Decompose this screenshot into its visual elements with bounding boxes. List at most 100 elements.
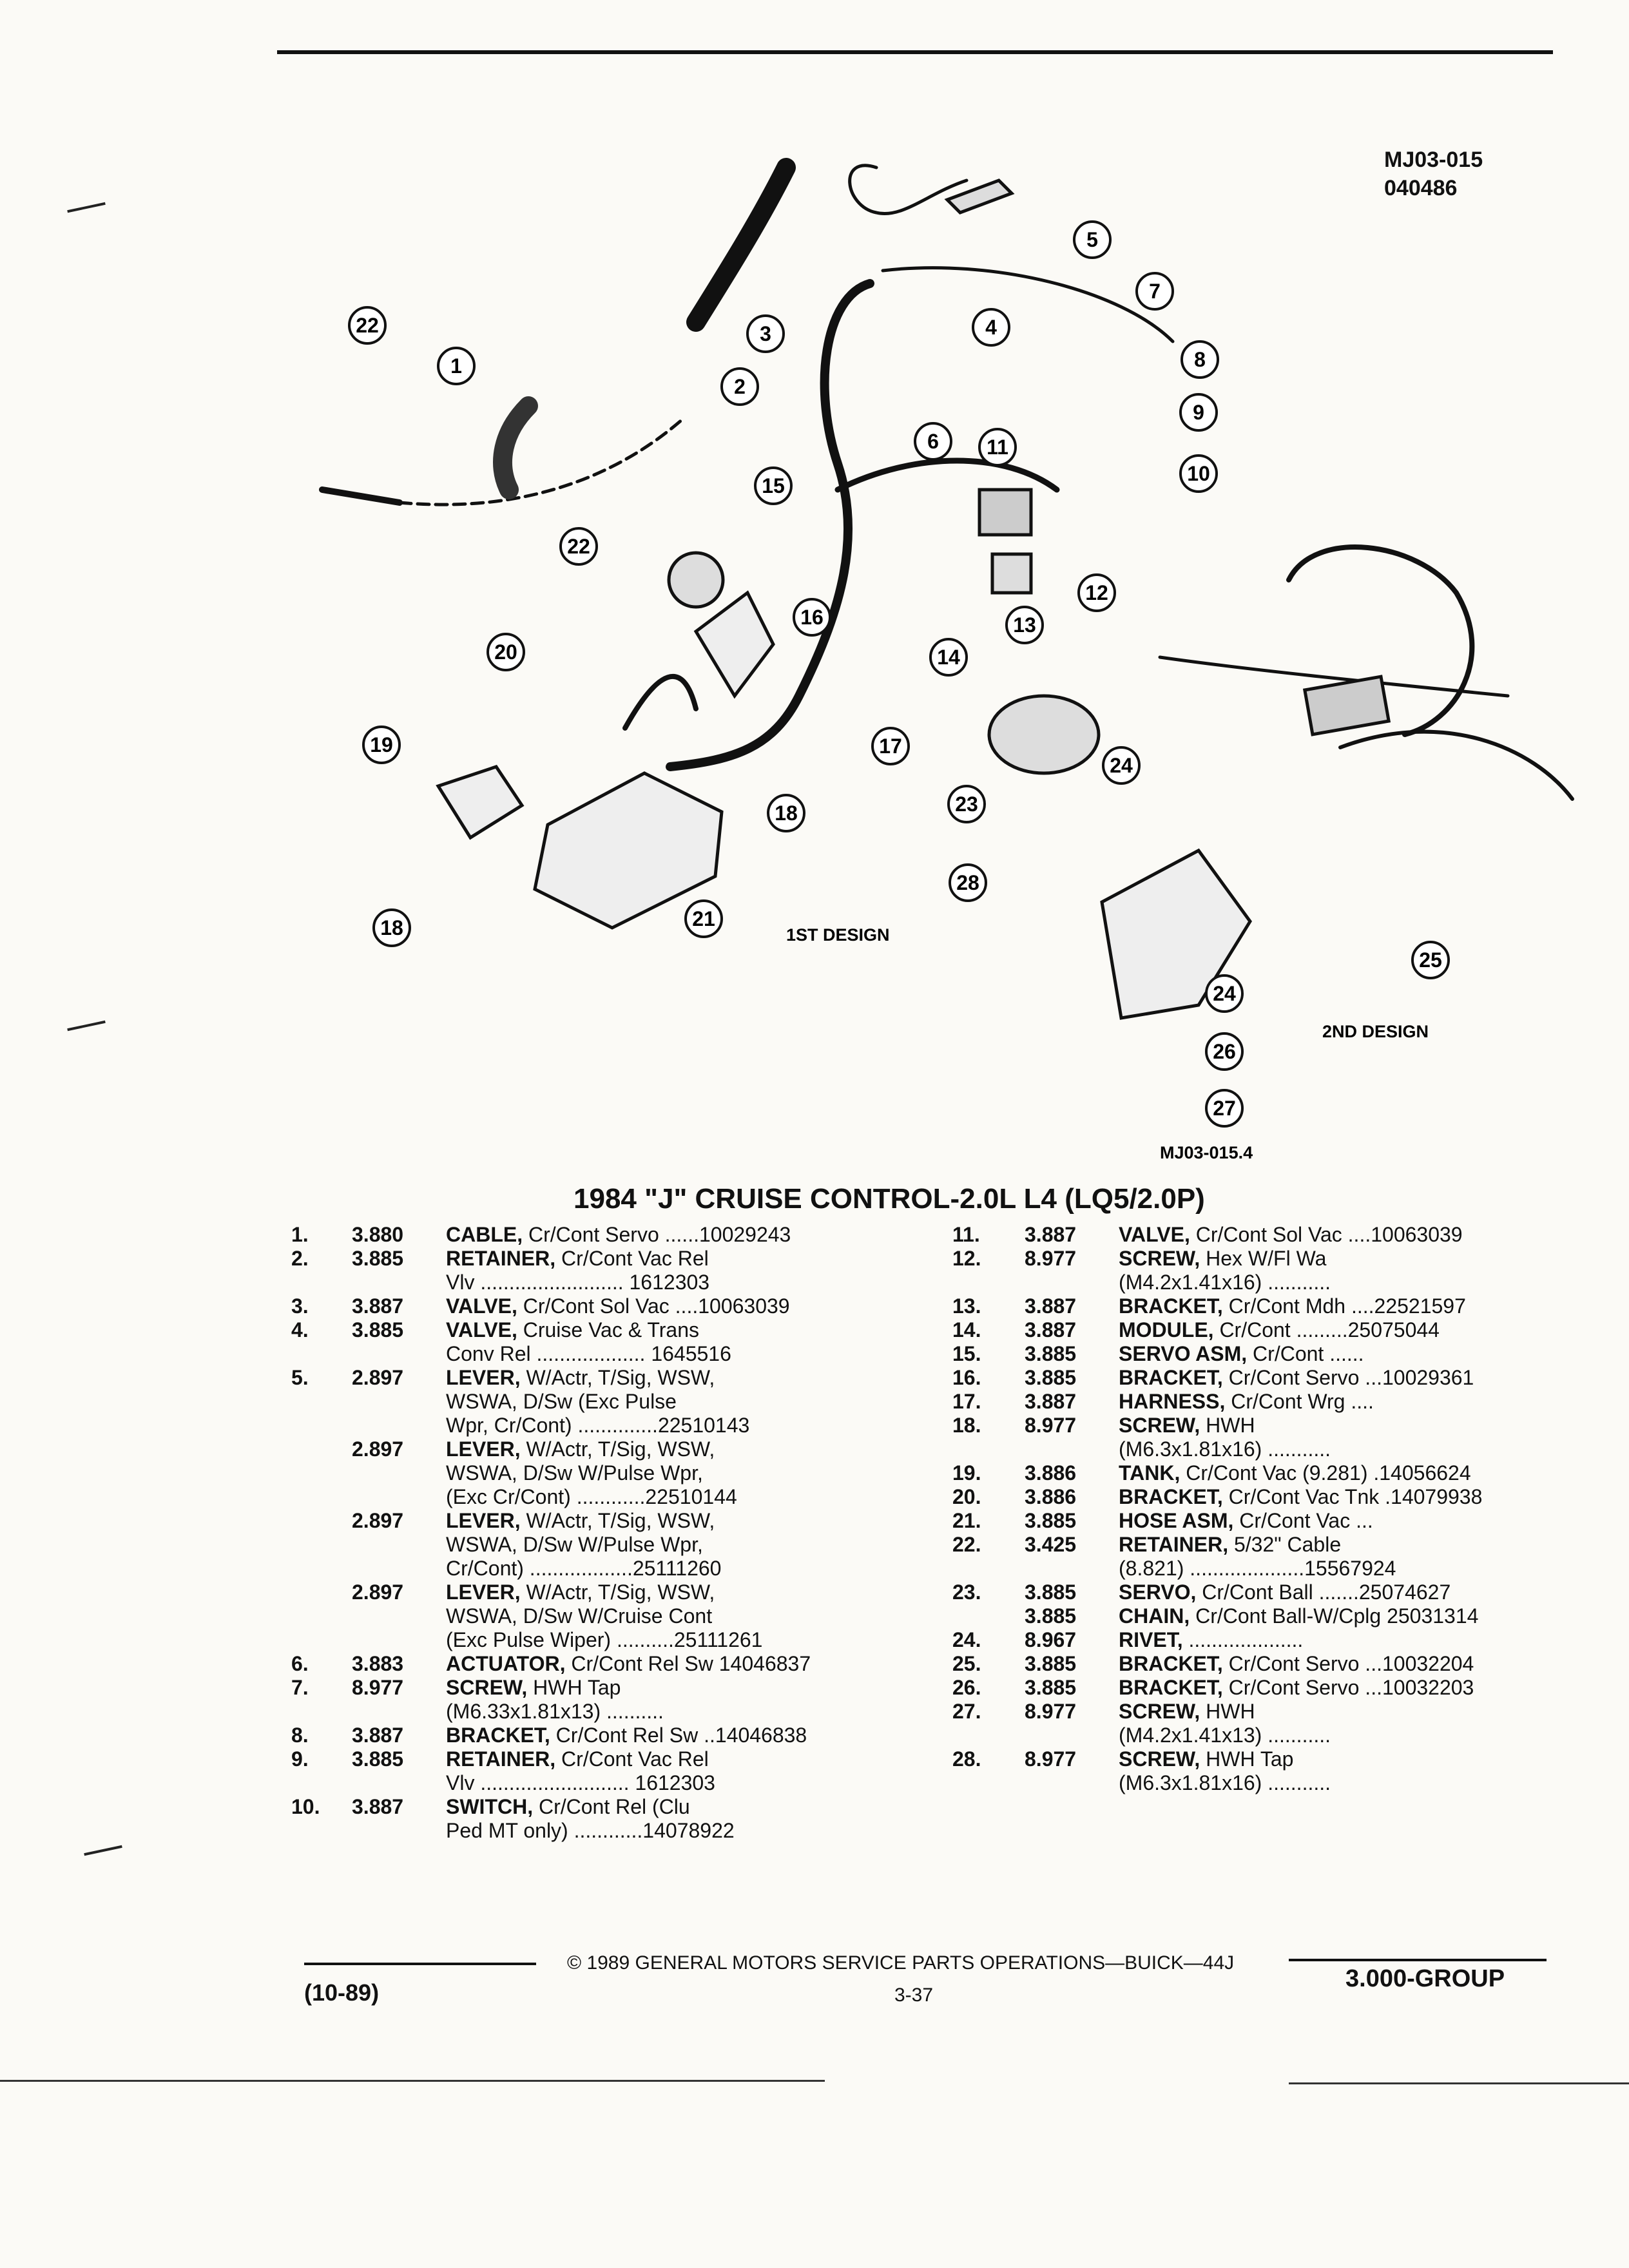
description-line: Cr/Cont Servo ...10032204 bbox=[1228, 1652, 1474, 1675]
part-name: CABLE, bbox=[446, 1223, 523, 1246]
part-description: VALVE, Cr/Cont Sol Vac ....10063039 bbox=[1119, 1223, 1463, 1247]
group-code: 3.880 bbox=[352, 1223, 404, 1246]
group-code: 3.887 bbox=[1025, 1294, 1077, 1318]
description-line: HWH Tap bbox=[533, 1676, 621, 1699]
part-number: 5. bbox=[291, 1366, 309, 1389]
description-line: W/Actr, T/Sig, WSW, bbox=[526, 1509, 715, 1532]
svg-text:16: 16 bbox=[800, 606, 824, 629]
group-code: 3.887 bbox=[1025, 1318, 1077, 1341]
description-line: Cr/Cont Vac ... bbox=[1239, 1509, 1373, 1532]
svg-text:14: 14 bbox=[937, 646, 960, 669]
svg-text:27: 27 bbox=[1213, 1097, 1236, 1120]
description-line: Cr/Cont Sol Vac ....10063039 bbox=[523, 1294, 790, 1318]
description-line: W/Actr, T/Sig, WSW, bbox=[526, 1437, 715, 1461]
group-code: 3.885 bbox=[352, 1318, 404, 1341]
group-code: 3.887 bbox=[1025, 1223, 1077, 1246]
group-code: 3.885 bbox=[1025, 1342, 1077, 1365]
callout-17: 17 bbox=[871, 727, 910, 765]
footer-rule-right bbox=[1289, 1959, 1547, 1961]
part-number: 27. bbox=[952, 1700, 981, 1723]
callout-19: 21 bbox=[684, 899, 723, 938]
group-label: 3.000-GROUP bbox=[1345, 1965, 1505, 1992]
part-description: SCREW, HWH(M6.3x1.81x16) ........... bbox=[1119, 1414, 1331, 1461]
description-line: Cr/Cont Ball .......25074627 bbox=[1202, 1581, 1451, 1604]
callout-10: 10 bbox=[1179, 454, 1218, 493]
part-name: VALVE, bbox=[446, 1318, 517, 1341]
bottom-rule bbox=[0, 2080, 825, 2082]
part-number: 28. bbox=[952, 1747, 981, 1771]
part-description: BRACKET, Cr/Cont Servo ...10029361 bbox=[1119, 1366, 1474, 1390]
group-code: 8.967 bbox=[1025, 1628, 1077, 1651]
description-line: Cr/Cont Mdh ....22521597 bbox=[1228, 1294, 1466, 1318]
part-number: 13. bbox=[952, 1294, 981, 1318]
description-line: Cr/Cont Vac Rel bbox=[561, 1747, 709, 1771]
description-line: Cr/Cont Servo ......10029243 bbox=[528, 1223, 791, 1246]
description-line: Cr/Cont Servo ...10029361 bbox=[1228, 1366, 1474, 1389]
svg-text:20: 20 bbox=[494, 640, 517, 664]
description-line: 5/32" Cable bbox=[1233, 1533, 1342, 1556]
bottom-rule-right bbox=[1289, 2082, 1629, 2084]
harness-shape bbox=[666, 279, 874, 771]
group-code: 3.885 bbox=[352, 1747, 404, 1771]
part-name: LEVER, bbox=[446, 1581, 521, 1604]
callout-1: 1 bbox=[437, 347, 476, 385]
group-code: 3.425 bbox=[1025, 1533, 1077, 1556]
callout-14: 14 bbox=[929, 638, 968, 677]
group-code: 3.886 bbox=[1025, 1461, 1077, 1485]
group-code: 3.885 bbox=[1025, 1509, 1077, 1532]
part-description: SERVO ASM, Cr/Cont ...... bbox=[1119, 1342, 1364, 1366]
part-description: SCREW, HWH Tap(M6.33x1.81x13) .......... bbox=[446, 1676, 664, 1724]
group-code: 3.885 bbox=[1025, 1604, 1077, 1628]
part-name: TANK, bbox=[1119, 1461, 1181, 1485]
callout-21: 20 bbox=[487, 633, 525, 671]
group-code: 3.887 bbox=[352, 1294, 404, 1318]
part-description: SERVO, Cr/Cont Ball .......25074627 bbox=[1119, 1581, 1451, 1604]
callout-11: 11 bbox=[978, 428, 1017, 466]
description-line: Cr/Cont Rel (Clu bbox=[538, 1795, 690, 1818]
svg-text:13: 13 bbox=[1013, 613, 1036, 637]
part-number: 20. bbox=[952, 1485, 981, 1508]
description-line: Ped MT only) ............14078922 bbox=[446, 1819, 735, 1842]
part-description: LEVER, W/Actr, T/Sig, WSW,WSWA, D/Sw W/P… bbox=[446, 1509, 721, 1581]
svg-text:9: 9 bbox=[1193, 401, 1204, 424]
svg-text:5: 5 bbox=[1086, 228, 1098, 251]
callout-8: 8 bbox=[1181, 340, 1219, 379]
part-number: 6. bbox=[291, 1652, 309, 1675]
part-name: SERVO ASM, bbox=[1119, 1342, 1248, 1365]
part-description: BRACKET, Cr/Cont Servo ...10032203 bbox=[1119, 1676, 1474, 1700]
callout-12: 12 bbox=[1077, 573, 1116, 612]
part-number: 12. bbox=[952, 1247, 981, 1270]
callout-25: 25 bbox=[1411, 941, 1450, 979]
callout-27: 27 bbox=[1205, 1089, 1244, 1128]
part-name: SCREW, bbox=[1119, 1700, 1200, 1723]
reference-code: MJ03-015 bbox=[1384, 148, 1483, 172]
part-description: BRACKET, Cr/Cont Mdh ....22521597 bbox=[1119, 1294, 1466, 1318]
callout-16: 16 bbox=[793, 598, 831, 637]
part-number: 7. bbox=[291, 1676, 309, 1699]
description-line: HWH bbox=[1206, 1700, 1255, 1723]
part-name: VALVE, bbox=[1119, 1223, 1190, 1246]
description-line: Cr/Cont Rel Sw ..14046838 bbox=[555, 1724, 807, 1747]
svg-text:17: 17 bbox=[879, 735, 902, 758]
description-line: WSWA, D/Sw W/Cruise Cont bbox=[446, 1604, 713, 1628]
top-rule bbox=[277, 50, 1553, 54]
margin-mark bbox=[84, 1845, 122, 1856]
part-number: 26. bbox=[952, 1676, 981, 1699]
description-line: W/Actr, T/Sig, WSW, bbox=[526, 1581, 715, 1604]
svg-text:24: 24 bbox=[1213, 982, 1236, 1005]
description-line: Cr/Cont ...... bbox=[1253, 1342, 1364, 1365]
description-line: Cr/Cont Vac Tnk .14079938 bbox=[1228, 1485, 1483, 1508]
part-number: 18. bbox=[952, 1414, 981, 1437]
part-number: 23. bbox=[952, 1581, 981, 1604]
description-line: HWH bbox=[1206, 1414, 1255, 1437]
svg-text:18: 18 bbox=[380, 916, 403, 939]
callout-6: 6 bbox=[914, 422, 952, 461]
first-design-label: 1ST DESIGN bbox=[786, 925, 890, 945]
part-description: CABLE, Cr/Cont Servo ......10029243 bbox=[446, 1223, 791, 1247]
group-code: 3.887 bbox=[1025, 1390, 1077, 1413]
group-code: 3.887 bbox=[352, 1795, 404, 1818]
callout-4: 4 bbox=[972, 308, 1010, 347]
callout-18b: 18 bbox=[372, 908, 411, 947]
part-description: TANK, Cr/Cont Vac (9.281) .14056624 bbox=[1119, 1461, 1471, 1485]
